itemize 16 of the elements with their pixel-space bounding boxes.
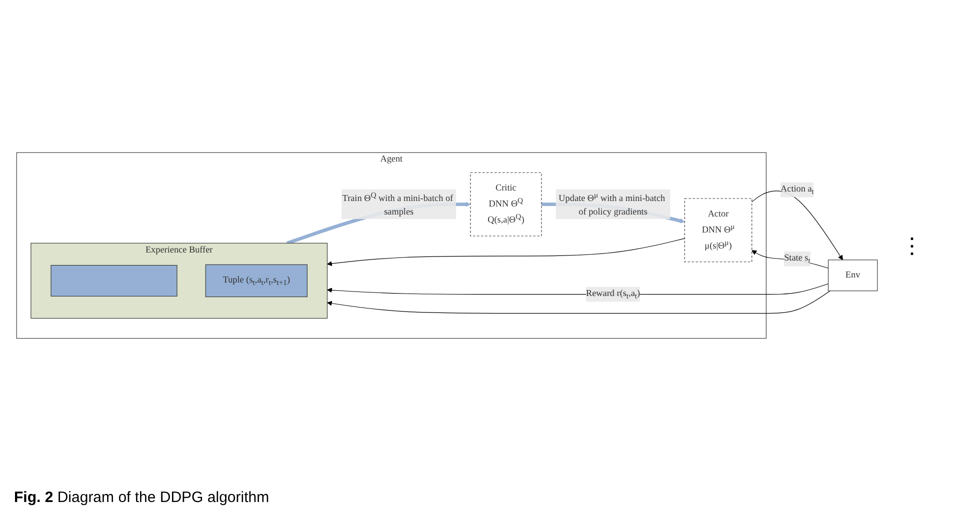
edge-label: State s$_{t}$ (784, 253, 810, 265)
arrow (752, 250, 829, 268)
node-bar (50, 265, 178, 297)
node-box: Tuple (s$_{t}$,a$_{t}$,r$_{t}$,s$_{t+1}$) (205, 264, 308, 298)
node-box: Env (828, 260, 878, 292)
edge-label: Action a$_{t}$ (780, 184, 814, 196)
edge-label: Update Θ$^{μ}$ with a mini-batch of policy gradients (558, 190, 666, 218)
node-box: Critic DNN Θ$^{Q}$ Q(s,a|Θ$^{Q}$) (470, 172, 542, 236)
vertical-ellipsis: ⋮ (901, 232, 923, 258)
arrow (327, 290, 830, 314)
figure-caption: Fig. 2 Diagram of the DDPG algorithm (14, 489, 270, 506)
edge-label: Reward r(s$_{t}$,a$_{t}$) (586, 288, 640, 300)
node-box: Actor DNN Θ$^{μ}$ μ(s|Θ$^{μ}$) (684, 198, 752, 262)
arrow (327, 238, 685, 266)
edge-label: Train Θ$^{Q}$ with a mini-batch of samples (342, 190, 454, 218)
arrow (327, 284, 829, 295)
